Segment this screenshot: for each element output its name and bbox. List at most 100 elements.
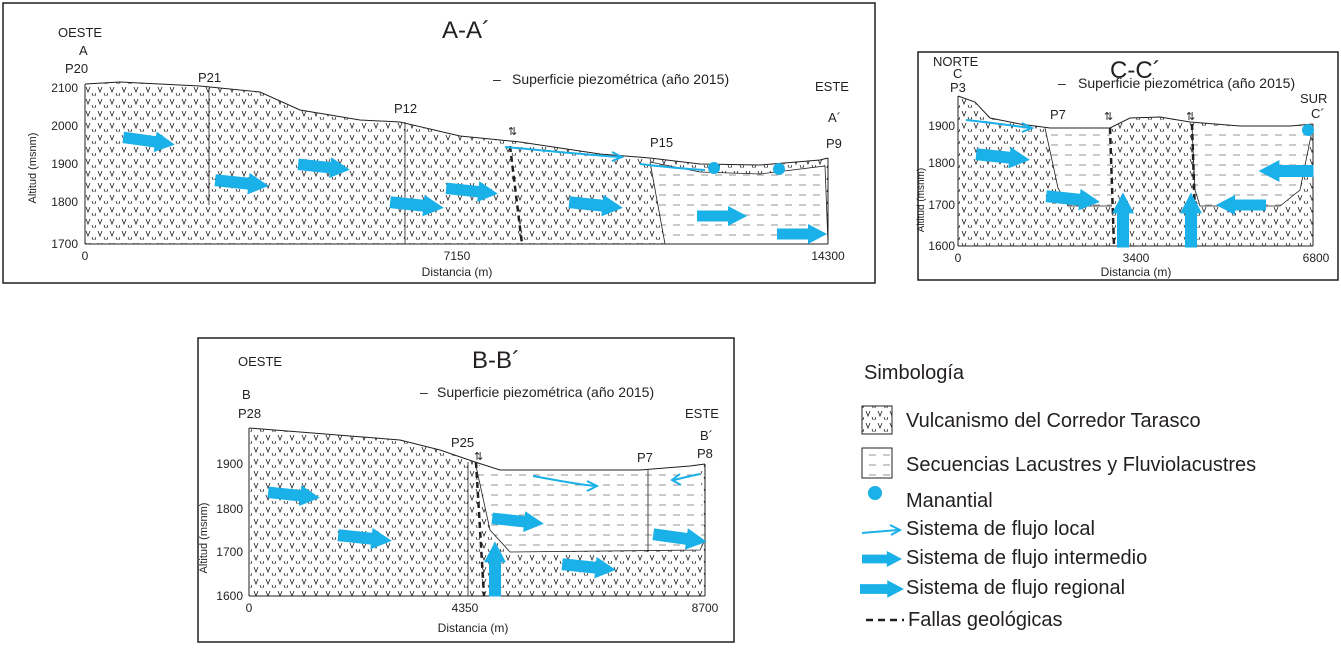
legend-title: Simbología	[864, 362, 965, 384]
y-tick-label: 1700	[51, 237, 78, 251]
well-label-p12: P12	[394, 101, 417, 116]
legend-label-fault: Fallas geológicas	[908, 609, 1063, 631]
local-flow-arrow-a1	[504, 146, 621, 158]
section-b-piezo-dash: –	[420, 384, 428, 400]
x-tick-label: 0	[955, 251, 962, 265]
legend-label-regional: Sistema de flujo regional	[906, 577, 1125, 599]
section-c-right-letter: C´	[1311, 106, 1325, 121]
section-b-frame	[197, 337, 735, 643]
section-b-right-direction: ESTE	[685, 406, 719, 421]
x-tick-label: 7150	[444, 249, 471, 263]
spring-marker-a1	[708, 162, 720, 174]
well-label-p25: P25	[451, 435, 474, 450]
fault-line-b	[474, 461, 486, 597]
thick-arrow-icon	[860, 580, 904, 598]
x-axis-label: Distancia (m)	[1101, 265, 1172, 279]
fault-symbol-icon: ⇅	[508, 126, 517, 138]
fault-line-a	[508, 145, 524, 245]
y-tick-label: 1900	[928, 119, 955, 133]
section-a-right-direction: ESTE	[815, 79, 849, 94]
section-b-surface-line	[248, 427, 706, 471]
well-label-p20: P20	[65, 61, 88, 76]
section-c-left-letter: C	[953, 66, 962, 81]
local-flow-arrow-b1	[532, 475, 596, 487]
section-b-right-letter: B´	[700, 428, 713, 443]
section-a-frame	[2, 2, 876, 284]
legend-label-intermediate: Sistema de flujo intermedio	[906, 547, 1147, 569]
section-c-frame	[917, 51, 1339, 281]
x-tick-label: 0	[82, 249, 89, 263]
y-tick-label: 1800	[928, 156, 955, 170]
section-a-right-letter: A´	[828, 110, 841, 125]
legend-label-local: Sistema de flujo local	[906, 518, 1095, 540]
lacustrine-pattern-icon	[861, 447, 893, 479]
x-tick-label: 3400	[1123, 251, 1150, 265]
section-b-piezo-label: Superficie piezométrica (año 2015)	[437, 384, 654, 400]
section-b-left-letter: B	[242, 387, 251, 402]
y-tick-label: 1600	[928, 239, 955, 253]
well-label-p15: P15	[650, 135, 673, 150]
x-tick-label: 8700	[692, 601, 719, 615]
section-a-surface-line	[84, 81, 829, 166]
y-tick-label: 2000	[51, 119, 78, 133]
section-b-y-axis: 1900 1800 1700 1600 Altitud (msnm)	[198, 457, 243, 603]
legend-label-spring: Manantial	[906, 490, 993, 512]
y-tick-label: 1800	[51, 195, 78, 209]
y-tick-label: 1800	[216, 502, 243, 516]
local-flow-arrow-a2	[639, 163, 706, 171]
x-tick-label: 6800	[1303, 251, 1330, 265]
section-a-piezo-dash: –	[493, 71, 501, 87]
spring-marker-a2	[773, 163, 785, 175]
well-label-p28: P28	[238, 406, 261, 421]
section-c-piezo-label: Superficie piezométrica (año 2015)	[1078, 75, 1295, 91]
section-b-x-axis: 0 4350 8700 Distancia (m)	[246, 601, 719, 635]
x-tick-label: 0	[246, 601, 253, 615]
spring-dot-icon	[868, 486, 882, 500]
fault-symbol-icon: ⇅	[1186, 111, 1195, 123]
thin-arrow-icon	[861, 524, 903, 536]
section-a: ⇅ A-A´ – Superficie piezométrica (año 20…	[2, 2, 876, 284]
y-tick-label: 1600	[216, 589, 243, 603]
spring-marker-c	[1302, 124, 1314, 136]
well-label-p9: P9	[826, 136, 842, 151]
section-a-piezo-label: Superficie piezométrica (año 2015)	[512, 71, 729, 87]
section-a-y-axis: 2100 2000 1900 1800 1700 Altitud (msnm)	[27, 81, 78, 251]
y-axis-label: Altitud (msnm)	[916, 168, 927, 232]
x-tick-label: 14300	[811, 249, 845, 263]
x-axis-label: Distancia (m)	[422, 265, 493, 279]
volcanic-pattern-icon	[861, 405, 893, 435]
fault-symbol-icon: ⇅	[474, 451, 483, 463]
section-a-volcanic-fill	[85, 82, 828, 244]
section-c-y-axis: 1900 1800 1700 1600 Altitud (msnm)	[916, 119, 955, 253]
section-c-left-direction: NORTE	[933, 54, 979, 69]
medium-arrow-icon	[862, 551, 902, 567]
fault-symbol-icon: ⇅	[1104, 111, 1113, 123]
well-label-p7: P7	[637, 450, 653, 465]
section-c-piezo-dash: –	[1058, 75, 1066, 91]
section-b: ⇅ B-B´ – Superficie piezométrica (año 20…	[197, 337, 735, 643]
section-c-title: C-C´	[1110, 57, 1161, 84]
y-tick-label: 1900	[216, 457, 243, 471]
well-label-p3: P3	[950, 80, 966, 95]
section-b-title: B-B´	[472, 347, 520, 374]
local-flow-arrow-b2	[673, 473, 701, 481]
well-label-p7: P7	[1050, 107, 1066, 122]
y-axis-label: Altitud (msnm)	[27, 133, 39, 204]
x-axis-label: Distancia (m)	[438, 621, 509, 635]
y-tick-label: 2100	[51, 81, 78, 95]
legend-label-volcanic: Vulcanismo del Corredor Tarasco	[906, 410, 1201, 432]
y-tick-label: 1700	[928, 198, 955, 212]
y-axis-label: Altitud (msnm)	[198, 503, 210, 574]
section-c-right-direction: SUR	[1300, 91, 1327, 106]
legend-label-lacustrine: Secuencias Lacustres y Fluviolacustres	[906, 454, 1256, 476]
y-tick-label: 1900	[51, 157, 78, 171]
legend: Simbología Vulcanismo del Corredor Taras…	[860, 362, 1256, 631]
x-tick-label: 4350	[452, 601, 479, 615]
section-a-x-axis: 0 7150 14300 Distancia (m)	[82, 249, 845, 279]
section-a-title: A-A´	[442, 17, 490, 44]
local-flow-arrow-c	[965, 119, 1031, 129]
section-c-x-axis: 0 3400 6800 Distancia (m)	[955, 251, 1330, 279]
section-c: ⇅ ⇅ C-C´ – Superficie piezométrica (año …	[916, 51, 1339, 281]
section-a-left-letter: A	[79, 43, 88, 58]
